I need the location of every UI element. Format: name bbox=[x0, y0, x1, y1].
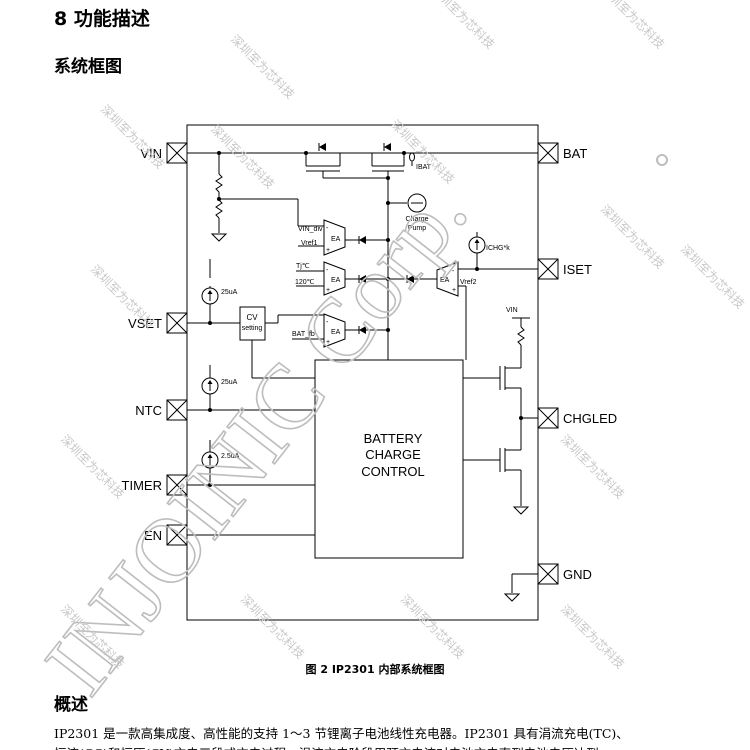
ea3-label: EA bbox=[331, 329, 341, 336]
watermark-cn-7: 深圳至为芯科技 bbox=[598, 202, 667, 271]
pin-chgled-label: CHGLED bbox=[563, 411, 617, 426]
watermark-cn-9: 深圳至为芯科技 bbox=[678, 242, 747, 311]
current-source-vset bbox=[201, 287, 219, 305]
bat-fb-label: BAT_fb bbox=[292, 331, 315, 338]
control-block-line2: CHARGE bbox=[365, 447, 421, 462]
current-2-5ua-label: 2.5uA bbox=[221, 453, 240, 460]
cv-setting-line1: CV bbox=[246, 313, 258, 322]
overview-paragraph: IP2301 是一款高集成度、高性能的支持 1～3 节锂离子电池线性充电器。IP… bbox=[54, 726, 629, 741]
pin-gnd-box bbox=[537, 563, 559, 585]
pin-iset-box bbox=[537, 258, 559, 280]
ichg-label: ICHG*k bbox=[486, 245, 510, 252]
pin-vin-box bbox=[166, 142, 188, 164]
watermark-cn-8: 深圳至为芯科技 bbox=[88, 262, 157, 331]
ground-symbol-divider bbox=[211, 233, 227, 242]
pin-ntc-box bbox=[166, 399, 188, 421]
control-block-line1: BATTERY bbox=[364, 431, 423, 446]
watermark-cn-10: 深圳至为芯科技 bbox=[58, 432, 127, 501]
watermark-cn-5: 深圳至为芯科技 bbox=[208, 122, 277, 191]
watermark-cn-4: 深圳至为芯科技 bbox=[98, 102, 167, 171]
watermark-cn-13: 深圳至为芯科技 bbox=[238, 592, 307, 661]
ea2-label: EA bbox=[331, 277, 341, 284]
ea4-minus: - bbox=[452, 268, 455, 275]
ea1-minus: - bbox=[326, 225, 329, 232]
watermark-cn-14: 深圳至为芯科技 bbox=[398, 592, 467, 661]
watermark-cn-2: 深圳至为芯科技 bbox=[428, 0, 497, 52]
ea4-plus: + bbox=[452, 287, 456, 294]
pin-vin-label: VIN bbox=[140, 146, 162, 161]
watermark: INJOINIC Corp. 深圳至为芯科技 深圳至为芯科技 深圳至为芯科技 深… bbox=[25, 0, 748, 713]
pin-en-label: EN bbox=[144, 528, 162, 543]
chip-outline bbox=[186, 124, 539, 621]
ea2-minus: - bbox=[326, 267, 329, 274]
ibat-label: IBAT bbox=[416, 164, 432, 171]
ground-symbol-gnd bbox=[504, 593, 520, 602]
watermark-cn-1: 深圳至为芯科技 bbox=[228, 32, 297, 101]
overview-paragraph-continued: 恒流(CC)和恒压(CV)充电三段式充电过程，涓流充电阶段用预充电流对电池充电直… bbox=[54, 744, 740, 750]
watermark-cn-11: 深圳至为芯科技 bbox=[558, 432, 627, 501]
charge-pump-line1: Charge bbox=[406, 216, 429, 223]
body-diode-2 bbox=[383, 142, 392, 152]
pin-bat-label: BAT bbox=[563, 146, 587, 161]
subsection-title: 系统框图 bbox=[54, 57, 122, 77]
ea2-plus: + bbox=[326, 287, 330, 294]
pin-vset-box bbox=[166, 312, 188, 334]
pin-ntc-label: NTC bbox=[135, 403, 162, 418]
cv-setting-line2: setting bbox=[242, 325, 263, 332]
ea3-plus: + bbox=[326, 339, 330, 346]
figure-caption: 图 2 IP2301 内部系统框图 bbox=[305, 663, 445, 676]
current-source-ntc bbox=[201, 377, 219, 395]
vin-div-label: VIN_div bbox=[298, 226, 323, 233]
pin-chgled-box bbox=[537, 407, 559, 429]
pin-timer-label: TIMER bbox=[122, 478, 162, 493]
vref1-label: Vref1 bbox=[301, 240, 318, 247]
ea4-label: EA bbox=[440, 277, 450, 284]
watermark-dot bbox=[656, 154, 668, 166]
pin-iset-label: ISET bbox=[563, 262, 592, 277]
t120-label: 120℃ bbox=[295, 279, 315, 286]
ea1-plus: + bbox=[326, 247, 330, 254]
section-title: 8 功能描述 bbox=[54, 8, 150, 30]
body-diode-1 bbox=[318, 142, 327, 152]
watermark-cn-3: 深圳至为芯科技 bbox=[598, 0, 667, 52]
pin-vset-label: VSET bbox=[128, 316, 162, 331]
charge-pump-line2: Pump bbox=[408, 225, 426, 232]
tj-label: Tj℃ bbox=[296, 263, 310, 270]
vref2-label: Vref2 bbox=[460, 279, 477, 286]
ea1-label: EA bbox=[331, 236, 341, 243]
current-25ua-ntc-label: 25uA bbox=[221, 379, 238, 386]
pin-gnd-label: GND bbox=[563, 567, 592, 582]
ea3-minus: - bbox=[326, 319, 329, 326]
control-block-line3: CONTROL bbox=[361, 464, 425, 479]
pin-bat-box bbox=[537, 142, 559, 164]
overview-title: 概述 bbox=[54, 695, 88, 715]
current-25ua-label: 25uA bbox=[221, 289, 238, 296]
ground-symbol-nmos bbox=[513, 506, 529, 515]
vin-small-label: VIN bbox=[506, 307, 518, 314]
